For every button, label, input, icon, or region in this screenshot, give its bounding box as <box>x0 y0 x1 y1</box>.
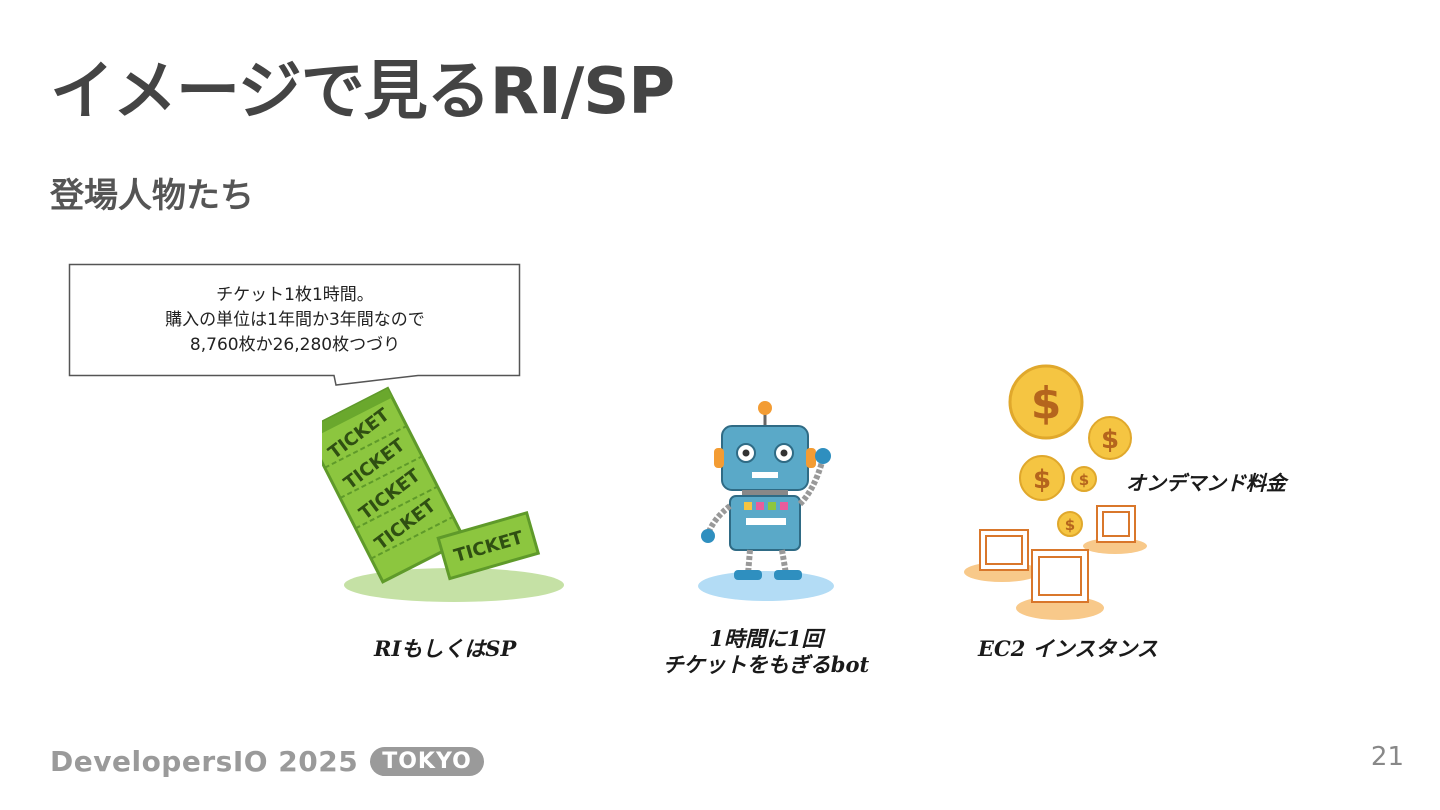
footer-brand: DevelopersIO 2025 TOKYO <box>50 744 484 778</box>
ec2-caption: EC2 インスタンス <box>978 636 1158 661</box>
ondemand-price-label: オンデマンド料金 <box>1126 471 1286 495</box>
svg-text:$: $ <box>1033 465 1051 495</box>
robot-caption-line: チケットをもぎるbot <box>662 652 870 677</box>
svg-text:$: $ <box>1079 471 1089 489</box>
brand-logo-text: DevelopersIO 2025 <box>50 744 359 778</box>
coins-and-chips-icon: $ $ $ $ $ <box>964 364 1147 620</box>
slide-subtitle: 登場人物たち <box>50 176 254 216</box>
speech-bubble <box>68 263 521 386</box>
tickets-caption: RIもしくはSP <box>374 636 517 661</box>
brand-badge: TOKYO <box>370 746 484 776</box>
svg-text:$: $ <box>1101 425 1119 455</box>
svg-text:$: $ <box>1031 378 1062 429</box>
slide-title: イメージで見るRI/SP <box>50 55 675 129</box>
svg-text:$: $ <box>1065 516 1075 534</box>
robot-caption: 1時間に1回 チケットをもぎるbot <box>650 626 882 678</box>
speech-bubble-text: チケット1枚1時間。 購入の単位は1年間か3年間なので 8,760枚か26,28… <box>70 283 520 358</box>
bubble-line: 購入の単位は1年間か3年間なので <box>165 310 425 330</box>
ticket-stack-icon: TICKET TICKET TICKET TICKET TICKET <box>322 386 564 602</box>
bubble-line: チケット1枚1時間。 <box>216 285 374 305</box>
robot-icon <box>698 401 834 601</box>
robot-caption-line: 1時間に1回 <box>709 626 823 651</box>
bubble-line: 8,760枚か26,280枚つづり <box>189 335 401 355</box>
page-number: 21 <box>1370 742 1404 772</box>
